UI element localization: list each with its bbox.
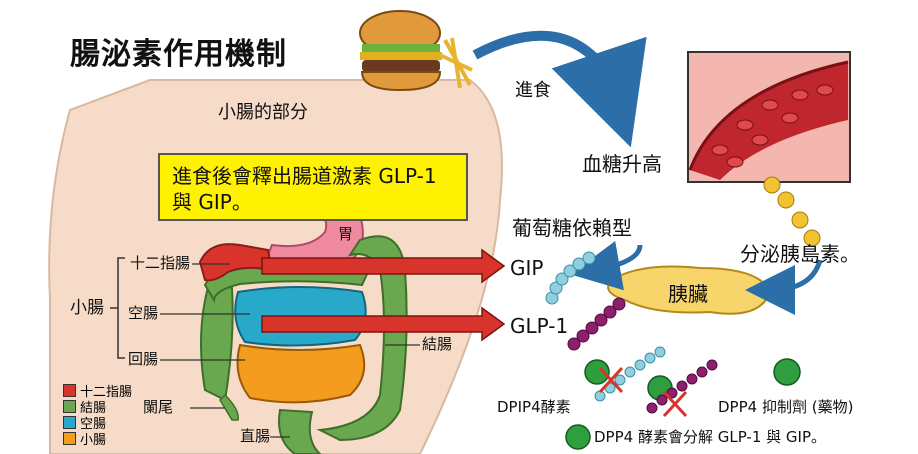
dpp4-inhibitor-label: DPP4 抑制劑 (藥物) <box>718 398 854 416</box>
appendix-shape <box>219 393 239 421</box>
yellow-note: 進食後會釋出腸道激素 GLP-1 與 GIP。 <box>158 153 468 221</box>
glp1-label: GLP-1 <box>510 314 569 338</box>
small-intestine-shape <box>236 343 366 404</box>
arrow-gip <box>261 248 506 284</box>
legend-label: 結腸 <box>80 400 107 416</box>
eating-label: 進食 <box>515 80 551 101</box>
legend-duodenum: 十二指腸 <box>63 383 133 400</box>
cross-marks <box>598 366 688 418</box>
legend-jejunum: 空腸 <box>63 415 107 432</box>
subtitle: 小腸的部分 <box>218 102 308 123</box>
appendix-label: 闌尾 <box>143 398 174 416</box>
pancreas-to-gip-arrow <box>570 241 643 291</box>
dpp4-enzyme-label: DPIP4酵素 <box>497 398 571 416</box>
rectum-label: 直腸 <box>240 427 271 445</box>
arrow-glp1 <box>261 306 506 342</box>
duodenum-shape <box>198 243 274 282</box>
cleaved-glp1 <box>646 359 718 414</box>
pancreas-label: 胰臟 <box>668 282 708 306</box>
eating-arrow <box>472 30 647 148</box>
enzyme-icon <box>565 358 801 450</box>
insulin-dots <box>763 176 821 247</box>
jejunum-label: 空腸 <box>128 304 159 322</box>
burger-icon <box>359 10 473 92</box>
diagram-title: 腸泌素作用機制 <box>70 37 287 72</box>
gip-label: GIP <box>510 256 544 280</box>
blood-vessel-icon <box>687 51 851 183</box>
legend-colon: 結腸 <box>63 399 107 416</box>
legend-swatch <box>63 431 76 445</box>
insulin-label: 分泌胰島素。 <box>740 242 860 266</box>
note-line-1: 進食後會釋出腸道激素 GLP-1 <box>172 164 437 188</box>
legend-swatch <box>63 399 76 413</box>
ileum-label: 回腸 <box>128 350 159 368</box>
legend-swatch <box>63 415 76 429</box>
small-intestine-label: 小腸 <box>70 298 104 318</box>
small-intestine-bracket <box>110 257 125 359</box>
bottom-note: DPP4 酵素會分解 GLP-1 與 GIP。 <box>594 428 827 446</box>
legend-swatch <box>63 383 76 397</box>
blood-sugar-label: 血糖升高 <box>582 152 662 176</box>
colon-label: 結腸 <box>422 335 453 353</box>
glp1-molecule <box>567 297 626 351</box>
legend-label: 十二指腸 <box>80 384 133 400</box>
cleaved-gip <box>594 346 666 402</box>
gip-molecule <box>545 251 596 305</box>
legend-small-intestine: 小腸 <box>63 431 107 448</box>
glucose-dependent-label: 葡萄糖依賴型 <box>512 216 632 240</box>
rectum-shape <box>278 408 322 454</box>
note-line-2: 與 GIP。 <box>172 190 252 214</box>
stomach-label: 胃 <box>338 225 354 243</box>
legend-label: 空腸 <box>80 416 107 432</box>
legend-label: 小腸 <box>80 432 107 448</box>
insulin-arrow <box>745 259 823 315</box>
duodenum-label: 十二指腸 <box>130 254 191 272</box>
